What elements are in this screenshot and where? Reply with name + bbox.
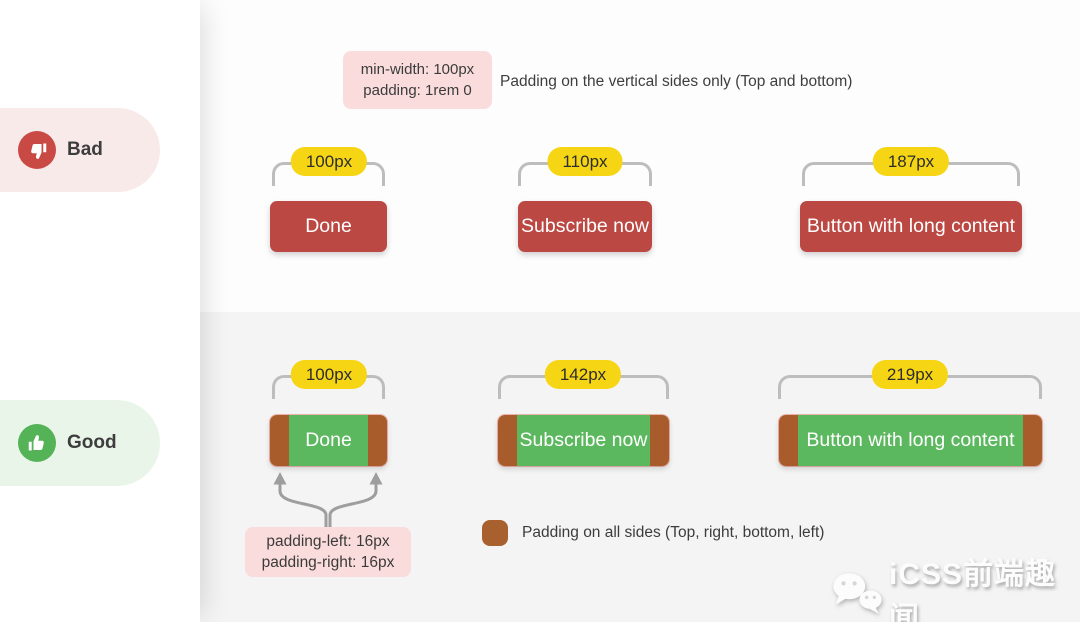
bad-css-note-line2: padding: 1rem 0 — [363, 82, 472, 99]
good-button-long-content[interactable]: Button with long content — [779, 415, 1042, 466]
good-badge-label: Good — [67, 432, 117, 453]
watermark-text: iCSS前端趣闻 — [889, 558, 1057, 622]
width-tag: 100px — [290, 147, 368, 176]
good-css-note-line1: padding-left: 16px — [266, 532, 390, 550]
width-tag: 110px — [547, 147, 623, 176]
good-button-label: Subscribe now — [517, 415, 650, 466]
good-css-note: padding-left: 16px padding-right: 16px — [245, 527, 411, 577]
bad-button-done[interactable]: Done — [270, 201, 387, 252]
good-css-note-line2: padding-right: 16px — [261, 554, 395, 571]
bad-badge: Bad — [0, 108, 160, 192]
good-button-done[interactable]: Done — [270, 415, 387, 466]
width-tag: 142px — [544, 360, 622, 389]
padding-color-swatch — [482, 520, 508, 546]
left-panel — [0, 0, 200, 622]
thumbs-down-icon — [18, 131, 56, 169]
good-badge: Good — [0, 400, 160, 486]
padding-pointer-arrows — [273, 472, 383, 527]
good-button-label: Button with long content — [798, 415, 1023, 466]
padding-strip-left — [779, 415, 798, 466]
good-button-subscribe[interactable]: Subscribe now — [498, 415, 669, 466]
width-tag: 219px — [871, 360, 949, 389]
width-tag: 187px — [872, 147, 950, 176]
bad-css-note-line1: min-width: 100px — [360, 61, 475, 78]
thumbs-up-icon — [18, 424, 56, 462]
width-tag: 100px — [290, 360, 368, 389]
padding-legend-text: Padding on all sides (Top, right, bottom… — [522, 524, 825, 541]
padding-strip-left — [270, 415, 289, 466]
bad-css-note: min-width: 100px padding: 1rem 0 — [343, 51, 492, 109]
bad-button-long-content[interactable]: Button with long content — [800, 201, 1022, 252]
padding-legend: Padding on all sides (Top, right, bottom… — [482, 520, 824, 546]
padding-strip-right — [650, 415, 669, 466]
wechat-icon — [833, 573, 882, 614]
bad-button-subscribe[interactable]: Subscribe now — [518, 201, 652, 252]
watermark: iCSS前端趣闻 — [830, 549, 1080, 622]
padding-strip-right — [368, 415, 387, 466]
bad-section-caption: Padding on the vertical sides only (Top … — [500, 73, 853, 90]
padding-strip-left — [498, 415, 517, 466]
padding-strip-right — [1023, 415, 1042, 466]
bad-badge-label: Bad — [67, 139, 103, 160]
good-button-label: Done — [289, 415, 368, 466]
